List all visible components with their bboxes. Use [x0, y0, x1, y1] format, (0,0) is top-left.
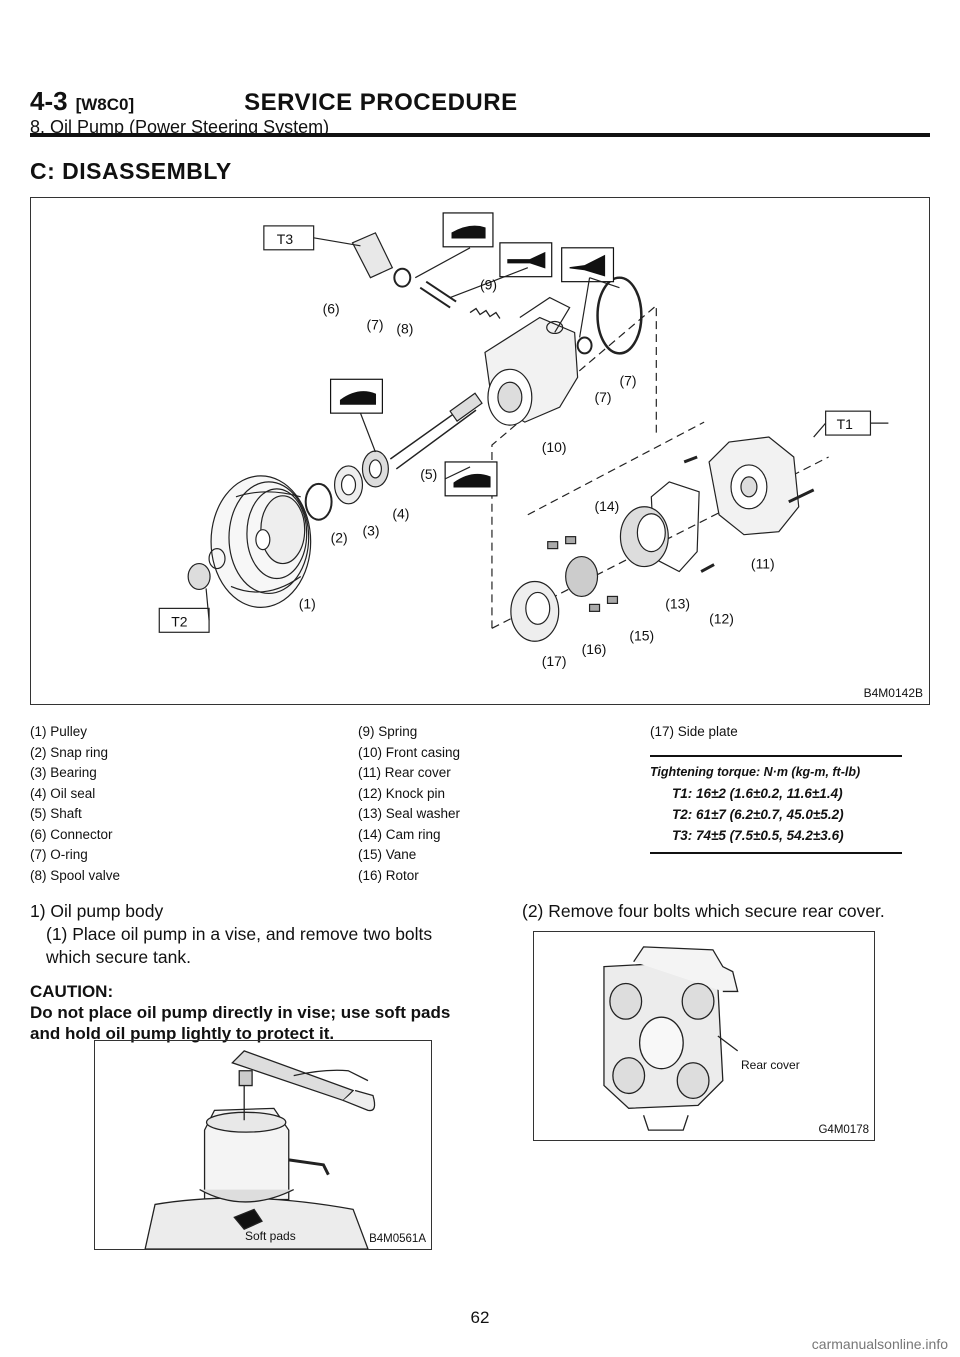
label-7b: (7) [619, 372, 636, 388]
legend-item: (13) Seal washer [358, 806, 461, 821]
label-14: (14) [595, 498, 620, 514]
section-title: SERVICE PROCEDURE [244, 89, 518, 116]
rear-cover-part [708, 436, 800, 536]
caution-text: Do not place oil pump directly in vise; … [30, 1003, 451, 1043]
page-title: C: DISASSEMBLY [30, 158, 232, 184]
legend-item: (14) Cam ring [358, 826, 441, 842]
step-substep: (1) Place oil pump in a vise, and remove… [46, 924, 433, 967]
tightening-torque-box: Tightening torque: N·m (kg-m, ft-lb) T1:… [650, 755, 902, 854]
legend-item: (7) O-ring [30, 847, 88, 862]
label-10: (10) [542, 439, 567, 455]
torque-row: T1: 16±2 (1.6±0.2, 11.6±1.4) [672, 786, 843, 801]
label-9: (9) [480, 277, 497, 293]
label-1: (1) [299, 595, 316, 611]
soft-pads-label: Soft pads [245, 1229, 296, 1243]
pulley-part [210, 475, 312, 608]
photo1-code: B4M0561A [369, 1233, 426, 1245]
section-subtitle: 8. Oil Pump (Power Steering System) [30, 117, 330, 137]
page-number: 62 [470, 1308, 490, 1327]
legend-item: (9) Spring [358, 724, 418, 739]
torque-row: T3: 74±5 (7.5±0.5, 54.2±3.6) [672, 828, 844, 843]
label-15: (15) [629, 627, 654, 643]
procedure-step-2: (2) Remove four bolts which secure rear … [522, 901, 885, 921]
caution-label: CAUTION: [30, 982, 114, 1001]
legend-item: (6) Connector [30, 826, 113, 842]
legend-item: (16) Rotor [358, 867, 419, 883]
exploded-view-figure: T3 T1 T2 (6) (7) (8) (9) (7) (7) (10) (5… [30, 197, 930, 705]
front-casing-part [484, 296, 579, 426]
legend-column-3: (17) Side plate [650, 722, 738, 743]
section-code: [W8C0] [75, 95, 135, 114]
rear-cover-label: Rear cover [741, 1058, 800, 1072]
legend-item: (2) Snap ring [30, 744, 109, 760]
legend-item: (4) Oil seal [30, 785, 96, 801]
label-t2: T2 [171, 613, 188, 629]
torque-title: Tightening torque: N·m (kg-m, ft-lb) [650, 765, 861, 779]
label-t3: T3 [277, 231, 294, 247]
page-header: 4-3 [W8C0] SERVICE PROCEDURE 8. Oil Pump… [30, 86, 930, 138]
procedure-step-1: 1) Oil pump body (1) Place oil pump in a… [30, 900, 470, 1044]
label-12: (12) [709, 610, 734, 626]
label-3: (3) [362, 523, 379, 539]
legend-item: (5) Shaft [30, 806, 82, 821]
label-16: (16) [582, 641, 607, 657]
watermark: carmanualsonline.info [811, 1336, 948, 1352]
section-number: 4-3 [30, 86, 68, 116]
legend-item: (12) Knock pin [358, 785, 446, 801]
legend-column-1: (1) Pulley (2) Snap ring (3) Bearing (4)… [30, 722, 120, 886]
legend-item: (1) Pulley [30, 724, 88, 739]
photo2-code: G4M0178 [818, 1124, 869, 1136]
legend-item: (3) Bearing [30, 765, 97, 780]
label-7a: (7) [366, 316, 383, 332]
label-5: (5) [420, 466, 437, 482]
label-t1: T1 [837, 416, 854, 432]
label-4: (4) [392, 506, 409, 522]
label-17: (17) [542, 653, 567, 669]
step-heading: 1) Oil pump body [30, 901, 164, 921]
label-6: (6) [323, 301, 340, 317]
header-rule [30, 133, 930, 137]
caution-block: CAUTION: Do not place oil pump directly … [30, 981, 470, 1044]
label-13: (13) [665, 595, 690, 611]
label-8: (8) [396, 320, 413, 336]
rear-cover-photo: Rear cover G4M0178 [533, 931, 875, 1141]
figure-code: B4M0142B [863, 686, 923, 700]
label-7c: (7) [595, 389, 612, 405]
label-11: (11) [751, 556, 775, 572]
legend-item: (8) Spool valve [30, 867, 121, 883]
legend-item: (10) Front casing [358, 744, 461, 760]
legend-item: (15) Vane [358, 847, 417, 862]
legend-column-2: (9) Spring (10) Front casing (11) Rear c… [358, 722, 460, 886]
torque-row: T2: 61±7 (6.2±0.7, 45.0±5.2) [672, 807, 844, 822]
legend-item: (11) Rear cover [358, 765, 451, 780]
label-2: (2) [331, 530, 348, 546]
vise-photo: Soft pads B4M0561A [94, 1040, 432, 1250]
legend-item: (17) Side plate [650, 724, 738, 739]
